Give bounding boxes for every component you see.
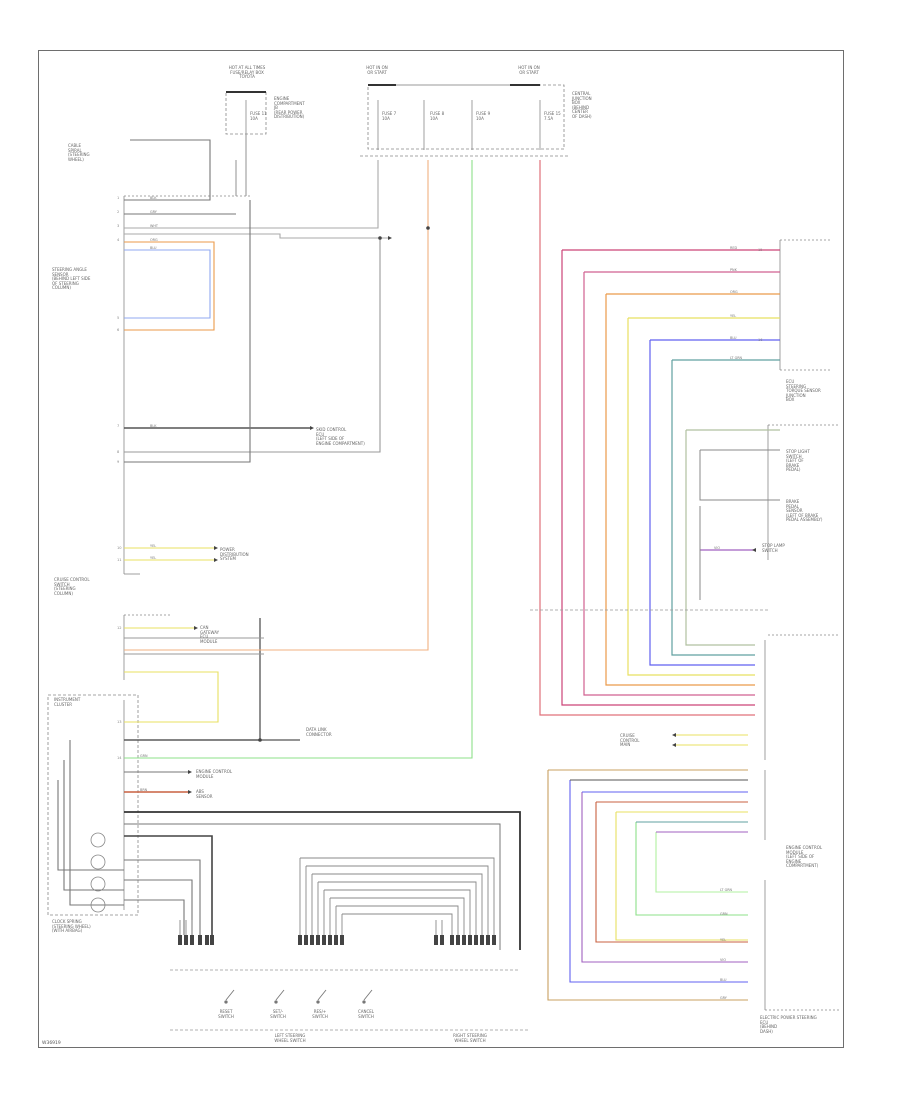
fuse-label-1: FUSE 11 10A	[250, 111, 267, 121]
pin-number: 16	[758, 338, 763, 342]
wire-tag: BLU	[730, 336, 737, 340]
pin-number: 5	[117, 316, 120, 320]
pin-number: 8	[117, 450, 120, 454]
wire-tag: RED	[730, 246, 738, 250]
gateway-label: CAN GATEWAY ECU MODULE	[200, 625, 220, 644]
engine-compartment-label: ENGINE COMPARTMENT JB (REAR POWER DISTRI…	[274, 96, 305, 120]
diagram-frame	[38, 50, 844, 1048]
steering-ecu-block	[123, 195, 250, 575]
ecu-top-right-label: ECU STEERING TORQUE SENSOR JUNCTION BOX	[786, 379, 821, 403]
wire-tag: BLK	[150, 424, 157, 428]
fuse-label-3: FUSE 8 10A	[430, 111, 445, 121]
fuse-label-2: FUSE 7 10A	[382, 111, 397, 121]
switch-2-label: SET/- SWITCH	[270, 1009, 286, 1019]
fuse-box-right	[360, 84, 570, 157]
wire-tag: ORG	[150, 238, 158, 242]
wire-tag: ORG	[730, 290, 738, 294]
fuse-box-left-label: HOT AT ALL TIMES FUSE/RELAY BOX TOYOTA	[228, 65, 266, 80]
pin-number: 4	[117, 238, 120, 242]
pin-number: 10	[117, 546, 122, 550]
switch-1-label: RESET SWITCH	[218, 1009, 234, 1019]
stop-light-label: STOP LIGHT SWITCH (LEFT OF BRAKE PEDAL)	[786, 449, 810, 473]
left-steering-switch-label: LEFT STEERING WHEEL SWITCH	[274, 1033, 306, 1043]
skid-ecu-label: SKID CONTROL ECU (LEFT SIDE OF ENGINE CO…	[316, 427, 365, 446]
hot-run-start-2: HOT IN ON OR START	[518, 65, 540, 75]
data-link-label: DATA LINK CONNECTOR	[306, 727, 332, 737]
brake-sensor-note: STOP LAMP SWITCH	[762, 543, 785, 553]
pin-number: 3	[117, 224, 120, 228]
cruise-switch-block	[123, 614, 170, 680]
central-junction-label: CENTRAL JUNCTION BOX (BEHIND CENTER OF D…	[572, 91, 592, 119]
diagram-id: W36919	[42, 1041, 61, 1046]
pin-number: 1	[117, 196, 120, 200]
spiral-label: CABLE SPIRAL (STEERING WHEEL)	[68, 143, 90, 162]
fuse-label-4: FUSE 9 10A	[476, 111, 491, 121]
right-ecu-middle	[764, 424, 840, 760]
pin-number: 2	[117, 210, 120, 214]
pin-number: 11	[117, 558, 122, 562]
wire-tag: BLK	[150, 196, 157, 200]
wire-tag: BLU	[720, 978, 727, 982]
pin-number: 12	[117, 626, 122, 630]
wire-tag: BLU	[150, 246, 157, 250]
wire-tag: LT GRN	[720, 888, 733, 892]
eps-label: ELECTRIC POWER STEERING ECU (BEHIND DASH…	[760, 1015, 817, 1034]
right-steering-switch-label: RIGHT STEERING WHEEL SWITCH	[453, 1033, 487, 1043]
right-ecu-bottom	[764, 770, 840, 1011]
connector-marks	[178, 935, 496, 945]
ecu-right-lower-label: ENGINE CONTROL MODULE (LEFT SIDE OF ENGI…	[786, 845, 823, 869]
wire-tag: GRN	[720, 912, 728, 916]
wire-tag: WHT	[150, 224, 158, 228]
cruise-switch-label: CRUISE CONTROL SWITCH (STEERING COLUMN)	[54, 577, 90, 596]
pin-number: 6	[117, 328, 120, 332]
arrow-marks	[188, 226, 756, 794]
brake-pedal-label: BRAKE PEDAL SENSOR (LEFT OF BRAKE PEDAL …	[786, 499, 823, 523]
hot-run-start-1: HOT IN ON OR START	[366, 65, 388, 75]
wire-tag: BRN	[140, 788, 148, 792]
switch-symbols	[224, 989, 373, 1004]
wire-tag: LT GRN	[730, 356, 743, 360]
pin-number: 14	[117, 756, 122, 760]
wire-tag: GRY	[720, 996, 727, 1000]
cluster-icons	[90, 832, 106, 913]
instrument-cluster-label: INSTRUMENT CLUSTER	[54, 697, 81, 707]
fuse-label-5: FUSE 15 7.5A	[544, 111, 561, 121]
right-ecu-top	[779, 239, 830, 371]
pin-number: 7	[117, 424, 120, 428]
wire-tag: VIO	[720, 958, 726, 962]
orange-wire	[124, 241, 215, 331]
switch-harness	[179, 857, 495, 945]
green-wire	[124, 160, 473, 759]
abs-module-label: ABS SENSOR	[196, 789, 213, 799]
steering-sensor-label: STEERING ANGLE SENSOR (BEHIND LEFT SIDE …	[52, 267, 91, 291]
wire-tag: YEL	[730, 314, 737, 318]
gray-wires	[57, 134, 521, 950]
cruise-main-label: CRUISE CONTROL MAIN	[620, 733, 640, 748]
switch-4-label: CANCEL SWITCH	[357, 1009, 375, 1019]
switch-3-label: RES/+ SWITCH	[312, 1009, 328, 1019]
wire-tag: VIO	[714, 546, 720, 550]
wire-tag: GRY	[150, 210, 157, 214]
clock-spring-label: CLOCK SPRING (STEERING WHEEL) (WITH AIRB…	[52, 919, 91, 934]
red-wire	[539, 160, 755, 716]
wire-tag: GRN	[140, 754, 148, 758]
instrument-cluster-block	[47, 694, 139, 916]
pin-number: 15	[758, 248, 763, 252]
wire-tag: YEL	[150, 544, 157, 548]
power-dist-label: POWER DISTRIBUTION SYSTEM	[220, 547, 249, 562]
wire-tag: YEL	[720, 938, 727, 942]
eps-note-label: ENGINE CONTROL MODULE	[196, 769, 233, 779]
wire-tag: PNK	[730, 268, 737, 272]
wire-tag: YEL	[150, 556, 157, 560]
blue-wire	[124, 249, 211, 319]
pin-number: 13	[117, 720, 122, 724]
pin-number: 9	[117, 460, 120, 464]
